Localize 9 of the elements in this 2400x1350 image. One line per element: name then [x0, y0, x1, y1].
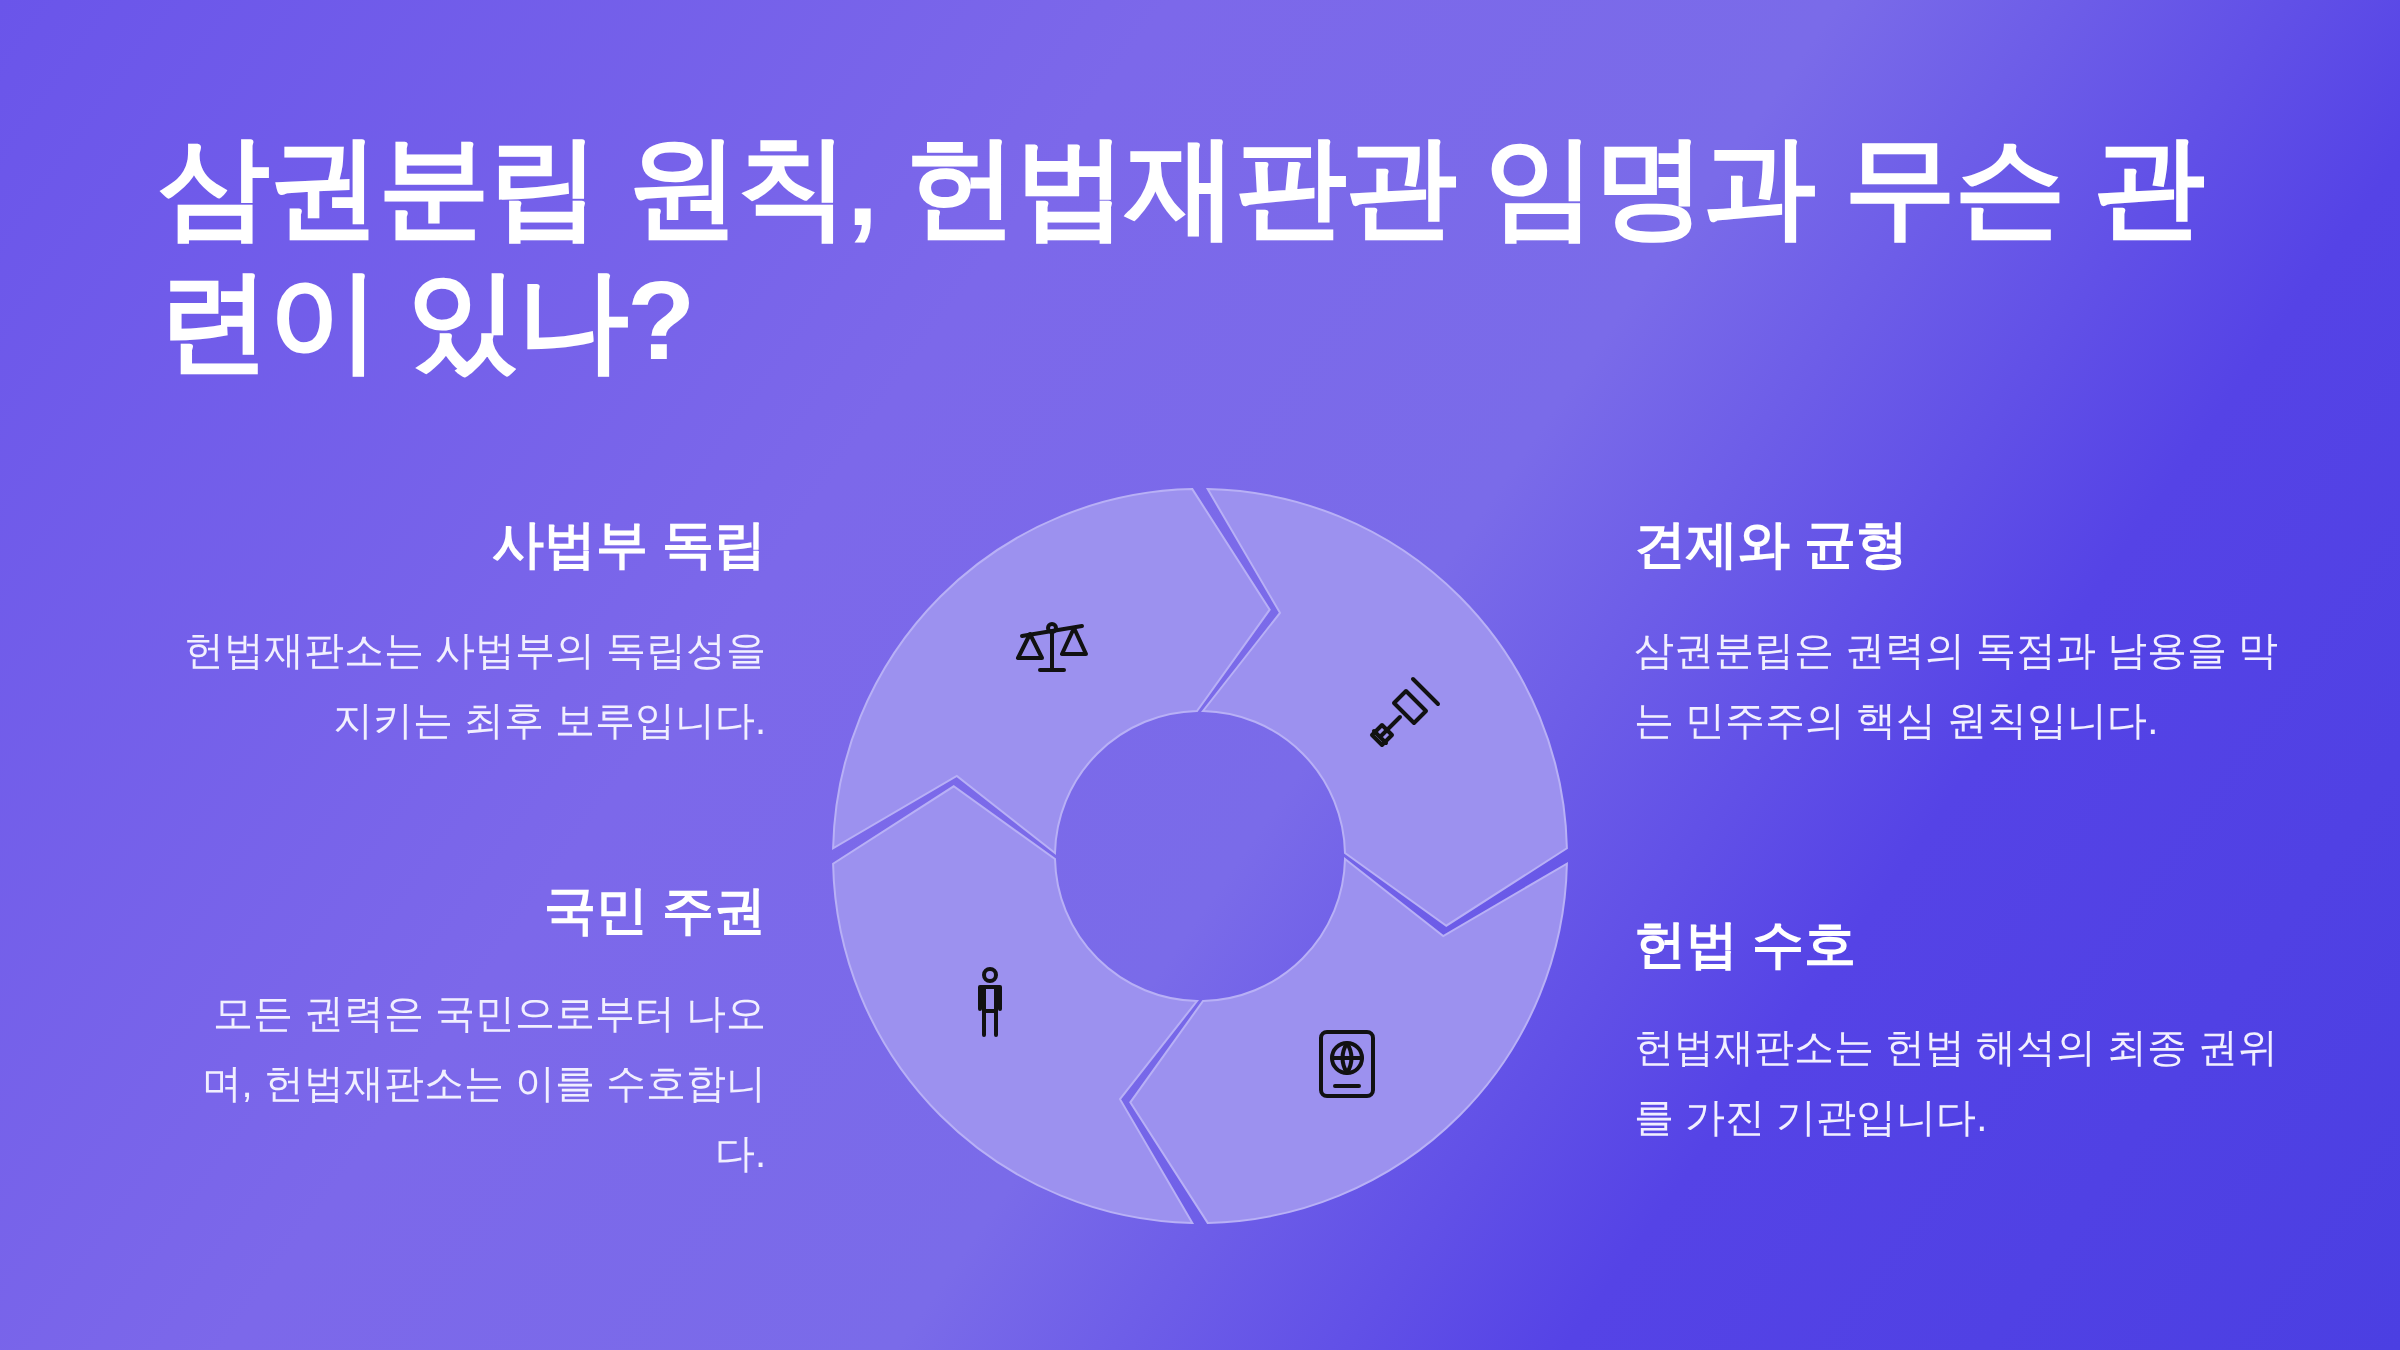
- section-heading: 국민 주권: [542, 880, 766, 941]
- section-text: 모든 권력은 국민으로부터 나오며, 헌법재판소는 이를 수호합니다.: [200, 990, 766, 1177]
- section-text: 헌법재판소는 사법부의 독립성을 지키는 최후 보루입니다.: [182, 627, 766, 744]
- section-text: 헌법재판소는 헌법 해석의 최종 권위를 가진 기관입니다.: [1634, 1024, 2280, 1141]
- title: 삼권분립 원칙, 헌법재판관 임명과 무슨 관련이 있나?: [158, 123, 2205, 385]
- section-heading: 헌법 수호: [1634, 914, 1858, 975]
- section-heading: 견제와 균형: [1634, 514, 1910, 575]
- section-heading: 사법부 독립: [490, 514, 766, 575]
- section-text: 삼권분립은 권력의 독점과 남용을 막는 민주주의 핵심 원칙입니다.: [1634, 627, 2280, 744]
